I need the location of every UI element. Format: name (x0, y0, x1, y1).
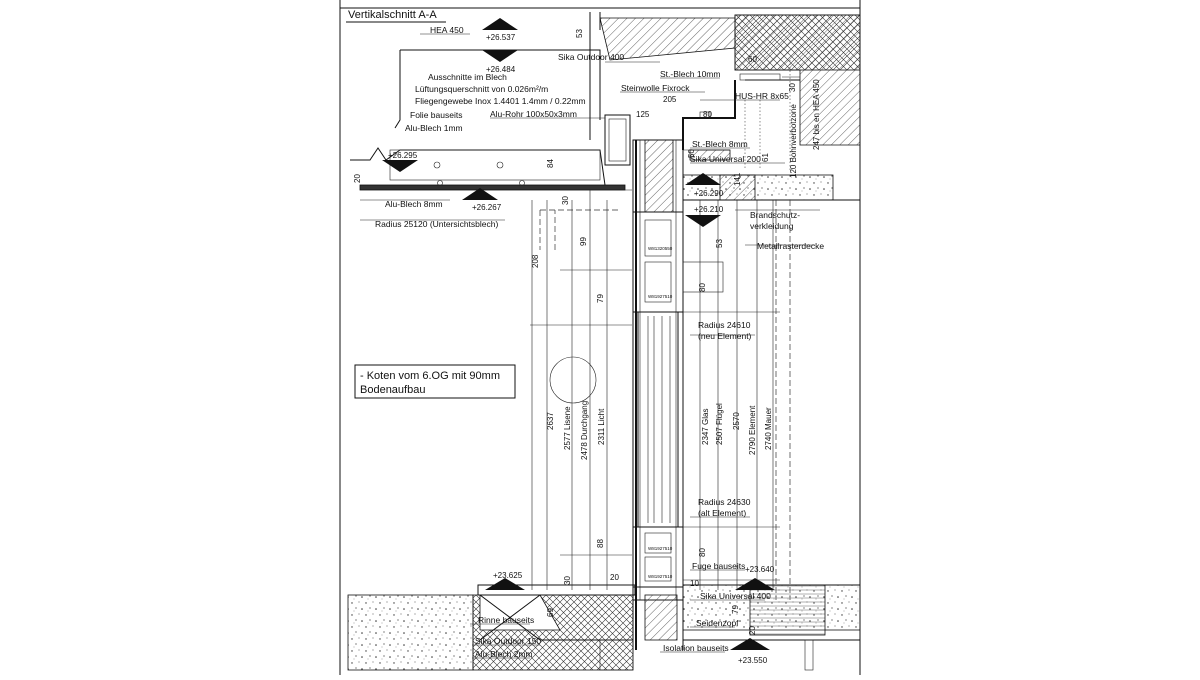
label-fuge: Fuge bauseits (692, 561, 745, 571)
note-box (354, 364, 516, 399)
label-seidenzopf: Seidenzopf (696, 618, 739, 628)
level-texts: +26.537 +26.484 +26.295 +26.267 +26.290 … (388, 33, 775, 665)
dim-20c: 20 (748, 626, 757, 635)
level-26290: +26.290 (694, 189, 724, 198)
label-hushr: HUS-HR 8x65 (735, 91, 789, 101)
dim-61: 61 (761, 153, 770, 162)
label-alublech8: Alu-Blech 8mm (385, 199, 443, 209)
level-26537: +26.537 (486, 33, 516, 42)
dim-208: 208 (531, 254, 540, 268)
dim-80c: 80 (698, 548, 707, 557)
dim-99: 99 (579, 237, 588, 246)
floor-structure (347, 584, 861, 671)
dim-125: 125 (636, 110, 650, 119)
facade-element (632, 139, 724, 650)
roof-structure (394, 12, 861, 146)
label-fliegen: Fliegengewebe Inox 1.4401 1.4mm / 0.22mm (415, 96, 586, 106)
label-hea450: HEA 450 (430, 25, 464, 35)
profile-code: W81320550 (648, 246, 673, 251)
label-sikauni200: Sika Universal 200 (690, 154, 761, 164)
label-steinwolle: Steinwolle Fixrock (621, 83, 690, 93)
dim-205: 205 (663, 95, 677, 104)
dim-50: 50 (687, 149, 696, 158)
dim-69: 69 (546, 608, 555, 617)
label-sika150: Sika Outdoor 150 (475, 636, 541, 646)
material-labels: HEA 450 Ausschnitte im Blech Lüftungsque… (375, 25, 824, 659)
note-line-2: Bodenaufbau (360, 384, 425, 396)
label-isolation: Isolation bauseits (663, 643, 729, 653)
dim-30c: 30 (563, 576, 572, 585)
label-lueftung: Lüftungsquerschnitt von 0.026m²/m (415, 84, 548, 94)
label-sika400: Sika Outdoor 400 (558, 52, 624, 62)
dim-2637: 2637 (546, 412, 555, 430)
level-23625: +23.625 (493, 571, 523, 580)
label-stblech10: St.-Blech 10mm (660, 69, 720, 79)
label-brandschutz2: verkleidung (750, 221, 794, 231)
label-alurohr: Alu-Rohr 100x50x3mm (490, 109, 577, 119)
label-radius25120: Radius 25120 (Untersichtsblech) (375, 219, 498, 229)
dim-10: 10 (690, 579, 699, 588)
dim-84: 84 (546, 159, 555, 168)
label-radius24630b: (alt Element) (698, 508, 746, 518)
drawing-title: Vertikalschnitt A-A (348, 9, 437, 21)
dim-2347: 2347 Glas (701, 409, 710, 445)
dim-2570: 2570 (732, 412, 741, 430)
level-markers (382, 18, 775, 650)
dim-2478: 2478 Durchgang (580, 401, 589, 460)
label-radius24630a: Radius 24630 (698, 497, 751, 507)
dim-30a: 30 (788, 83, 797, 92)
label-alublech2: Alu-Blech 2mm (475, 649, 533, 659)
dim-20b: 20 (610, 573, 619, 582)
dim-247: 247 bis en HEA 450 (812, 79, 821, 150)
dim-80b: 80 (698, 283, 707, 292)
level-26210: +26.210 (694, 205, 724, 214)
level-26484: +26.484 (486, 65, 516, 74)
profile-code: W81927510 (648, 574, 673, 579)
level-23640: +23.640 (745, 565, 775, 574)
profile-code: W81927510 (648, 294, 673, 299)
dim-2507: 2507 Flügel (715, 403, 724, 445)
dim-2577: 2577 Lisene (563, 406, 572, 450)
dim-2740: 2740 Mauer (764, 407, 773, 450)
dim-88: 88 (596, 539, 605, 548)
level-26295: +26.295 (388, 151, 418, 160)
dim-60: 60 (748, 55, 757, 64)
label-radius24610b: (neu Element) (698, 331, 752, 341)
dim-79a: 79 (596, 294, 605, 303)
dim-80a: 80 (703, 110, 712, 119)
dim-2311: 2311 Licht (597, 408, 606, 445)
dimension-texts: 60 205 125 80 10 20 (610, 55, 757, 588)
label-ausschnitte: Ausschnitte im Blech (428, 72, 507, 82)
label-alublech1: Alu-Blech 1mm (405, 123, 463, 133)
vertical-dimension-texts: 53 30 50 61 141 120 Bohnverbotzone 247 b… (353, 29, 821, 635)
dimension-lines (530, 189, 780, 590)
level-26267: +26.267 (472, 203, 502, 212)
label-metallraster: Metallrasterdecke (757, 241, 824, 251)
dim-53b: 53 (715, 239, 724, 248)
label-stblech8: St.-Blech 8mm (692, 139, 748, 149)
label-brandschutz1: Brandschutz- (750, 210, 800, 220)
dim-2790: 2790 Element (748, 405, 757, 455)
profile-codes: W81320550 W81927510 W81927510 W81927510 (648, 246, 673, 579)
dim-141: 141 (733, 172, 742, 186)
label-rinne: Rinne bauseits (478, 615, 534, 625)
dim-20a: 20 (353, 174, 362, 183)
dim-79b: 79 (731, 605, 740, 614)
label-sikauni400: Sika Universal 400 (700, 591, 771, 601)
dim-30b: 30 (561, 196, 570, 205)
dim-53a: 53 (575, 29, 584, 38)
profile-code: W81927510 (648, 546, 673, 551)
note-line-1: - Koten vom 6.OG mit 90mm (360, 370, 500, 382)
leader-lines (360, 33, 820, 659)
level-23550: +23.550 (738, 656, 768, 665)
label-folie: Folie bauseits (410, 110, 462, 120)
label-radius24610a: Radius 24610 (698, 320, 751, 330)
dim-120: 120 Bohnverbotzone (789, 104, 798, 178)
